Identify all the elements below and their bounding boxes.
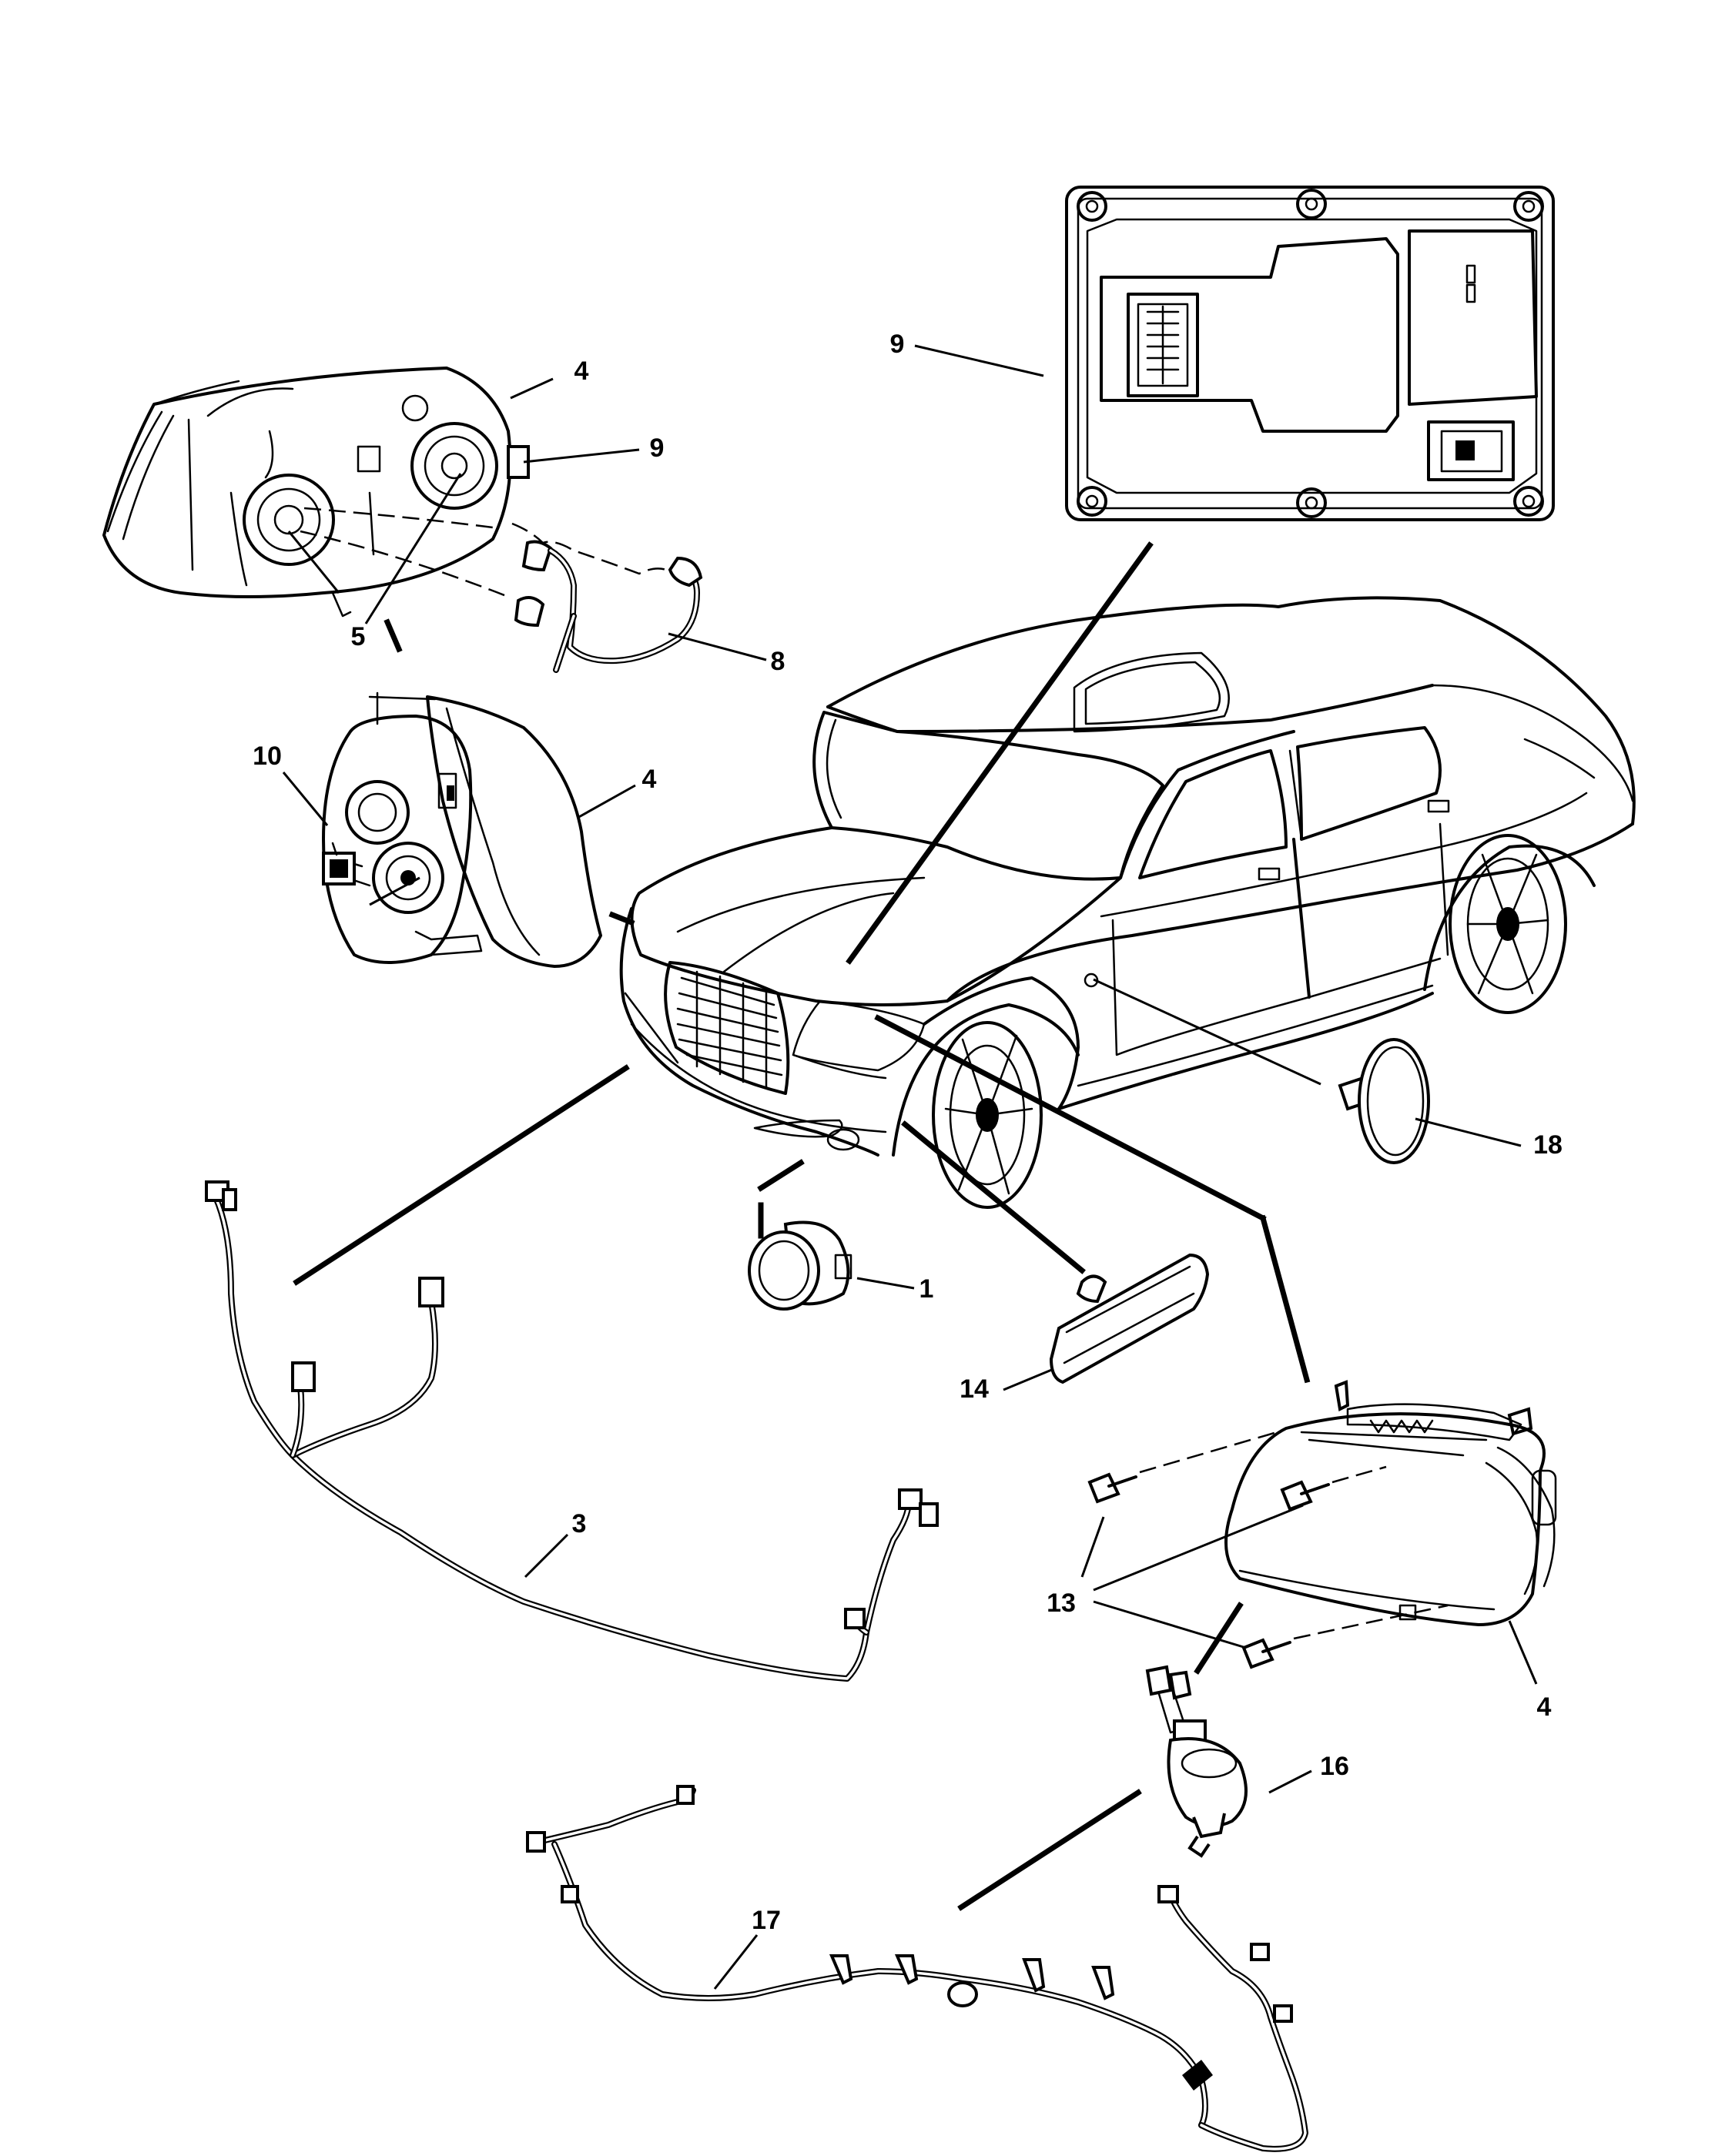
- headlamp-4-middle: [322, 691, 602, 968]
- leader-10: [282, 772, 329, 826]
- callout-10: 10: [253, 742, 282, 771]
- control-module-12: [1065, 186, 1555, 521]
- leader-18: [1415, 1117, 1522, 1147]
- harness-3: [205, 1180, 939, 1682]
- leader-14: [1003, 1368, 1054, 1391]
- callout-3: 3: [572, 1509, 587, 1538]
- washer-pump-16: [1145, 1665, 1248, 1858]
- callout-8: 8: [771, 647, 785, 676]
- leader-12: [914, 344, 1044, 377]
- leader-17: [713, 1934, 759, 1990]
- pointer-3: [293, 1064, 630, 1286]
- callout-17: 17: [752, 1906, 781, 1935]
- leader-1: [856, 1277, 915, 1290]
- leader-5a: [287, 531, 340, 594]
- headlamp-4-top: [102, 367, 703, 673]
- callout-14: 14: [960, 1374, 989, 1404]
- pointer-top-lamp: [384, 618, 403, 653]
- pointer-1: [757, 1159, 805, 1192]
- leader-5b: [364, 473, 462, 624]
- callout-12: 9: [890, 330, 905, 359]
- leader-13a: [1080, 1516, 1105, 1578]
- car-body: [619, 596, 1636, 1209]
- pointer-middle-lamp: [608, 911, 635, 926]
- pointer-14: [901, 1120, 1086, 1274]
- callout-16: 16: [1320, 1752, 1349, 1781]
- pointer-12: [846, 541, 1154, 965]
- plug-18: [1093, 978, 1430, 1164]
- leader-13c: [1093, 1600, 1247, 1649]
- pointer-lower-lamp-b: [1259, 1214, 1311, 1384]
- washer-hose-17: [526, 1785, 1308, 2152]
- leader-4b: [577, 784, 636, 819]
- callout-9: 9: [650, 434, 665, 463]
- callout-4b: 4: [642, 765, 657, 794]
- leader-4c: [1508, 1620, 1538, 1685]
- leader-9: [523, 448, 640, 464]
- callout-13: 13: [1047, 1589, 1076, 1618]
- headlamp-4-bottom: [1224, 1380, 1557, 1626]
- callout-4c: 4: [1537, 1692, 1552, 1722]
- callout-5: 5: [351, 622, 366, 651]
- leader-16: [1268, 1769, 1312, 1794]
- pointer-17: [957, 1789, 1142, 1911]
- leader-3: [524, 1533, 569, 1578]
- side-marker-14: [1049, 1253, 1210, 1384]
- fog-lamp-1: [748, 1220, 852, 1311]
- pointer-16: [1194, 1602, 1244, 1675]
- callout-1: 1: [919, 1274, 934, 1304]
- callout-4a: 4: [574, 357, 589, 386]
- leader-13b: [1093, 1504, 1304, 1592]
- bolts-13: [1087, 1429, 1449, 1669]
- callout-18: 18: [1533, 1130, 1563, 1160]
- leader-8: [668, 632, 767, 661]
- pointer-lower-lamp-a: [874, 1014, 1267, 1222]
- leader-4a: [510, 377, 554, 400]
